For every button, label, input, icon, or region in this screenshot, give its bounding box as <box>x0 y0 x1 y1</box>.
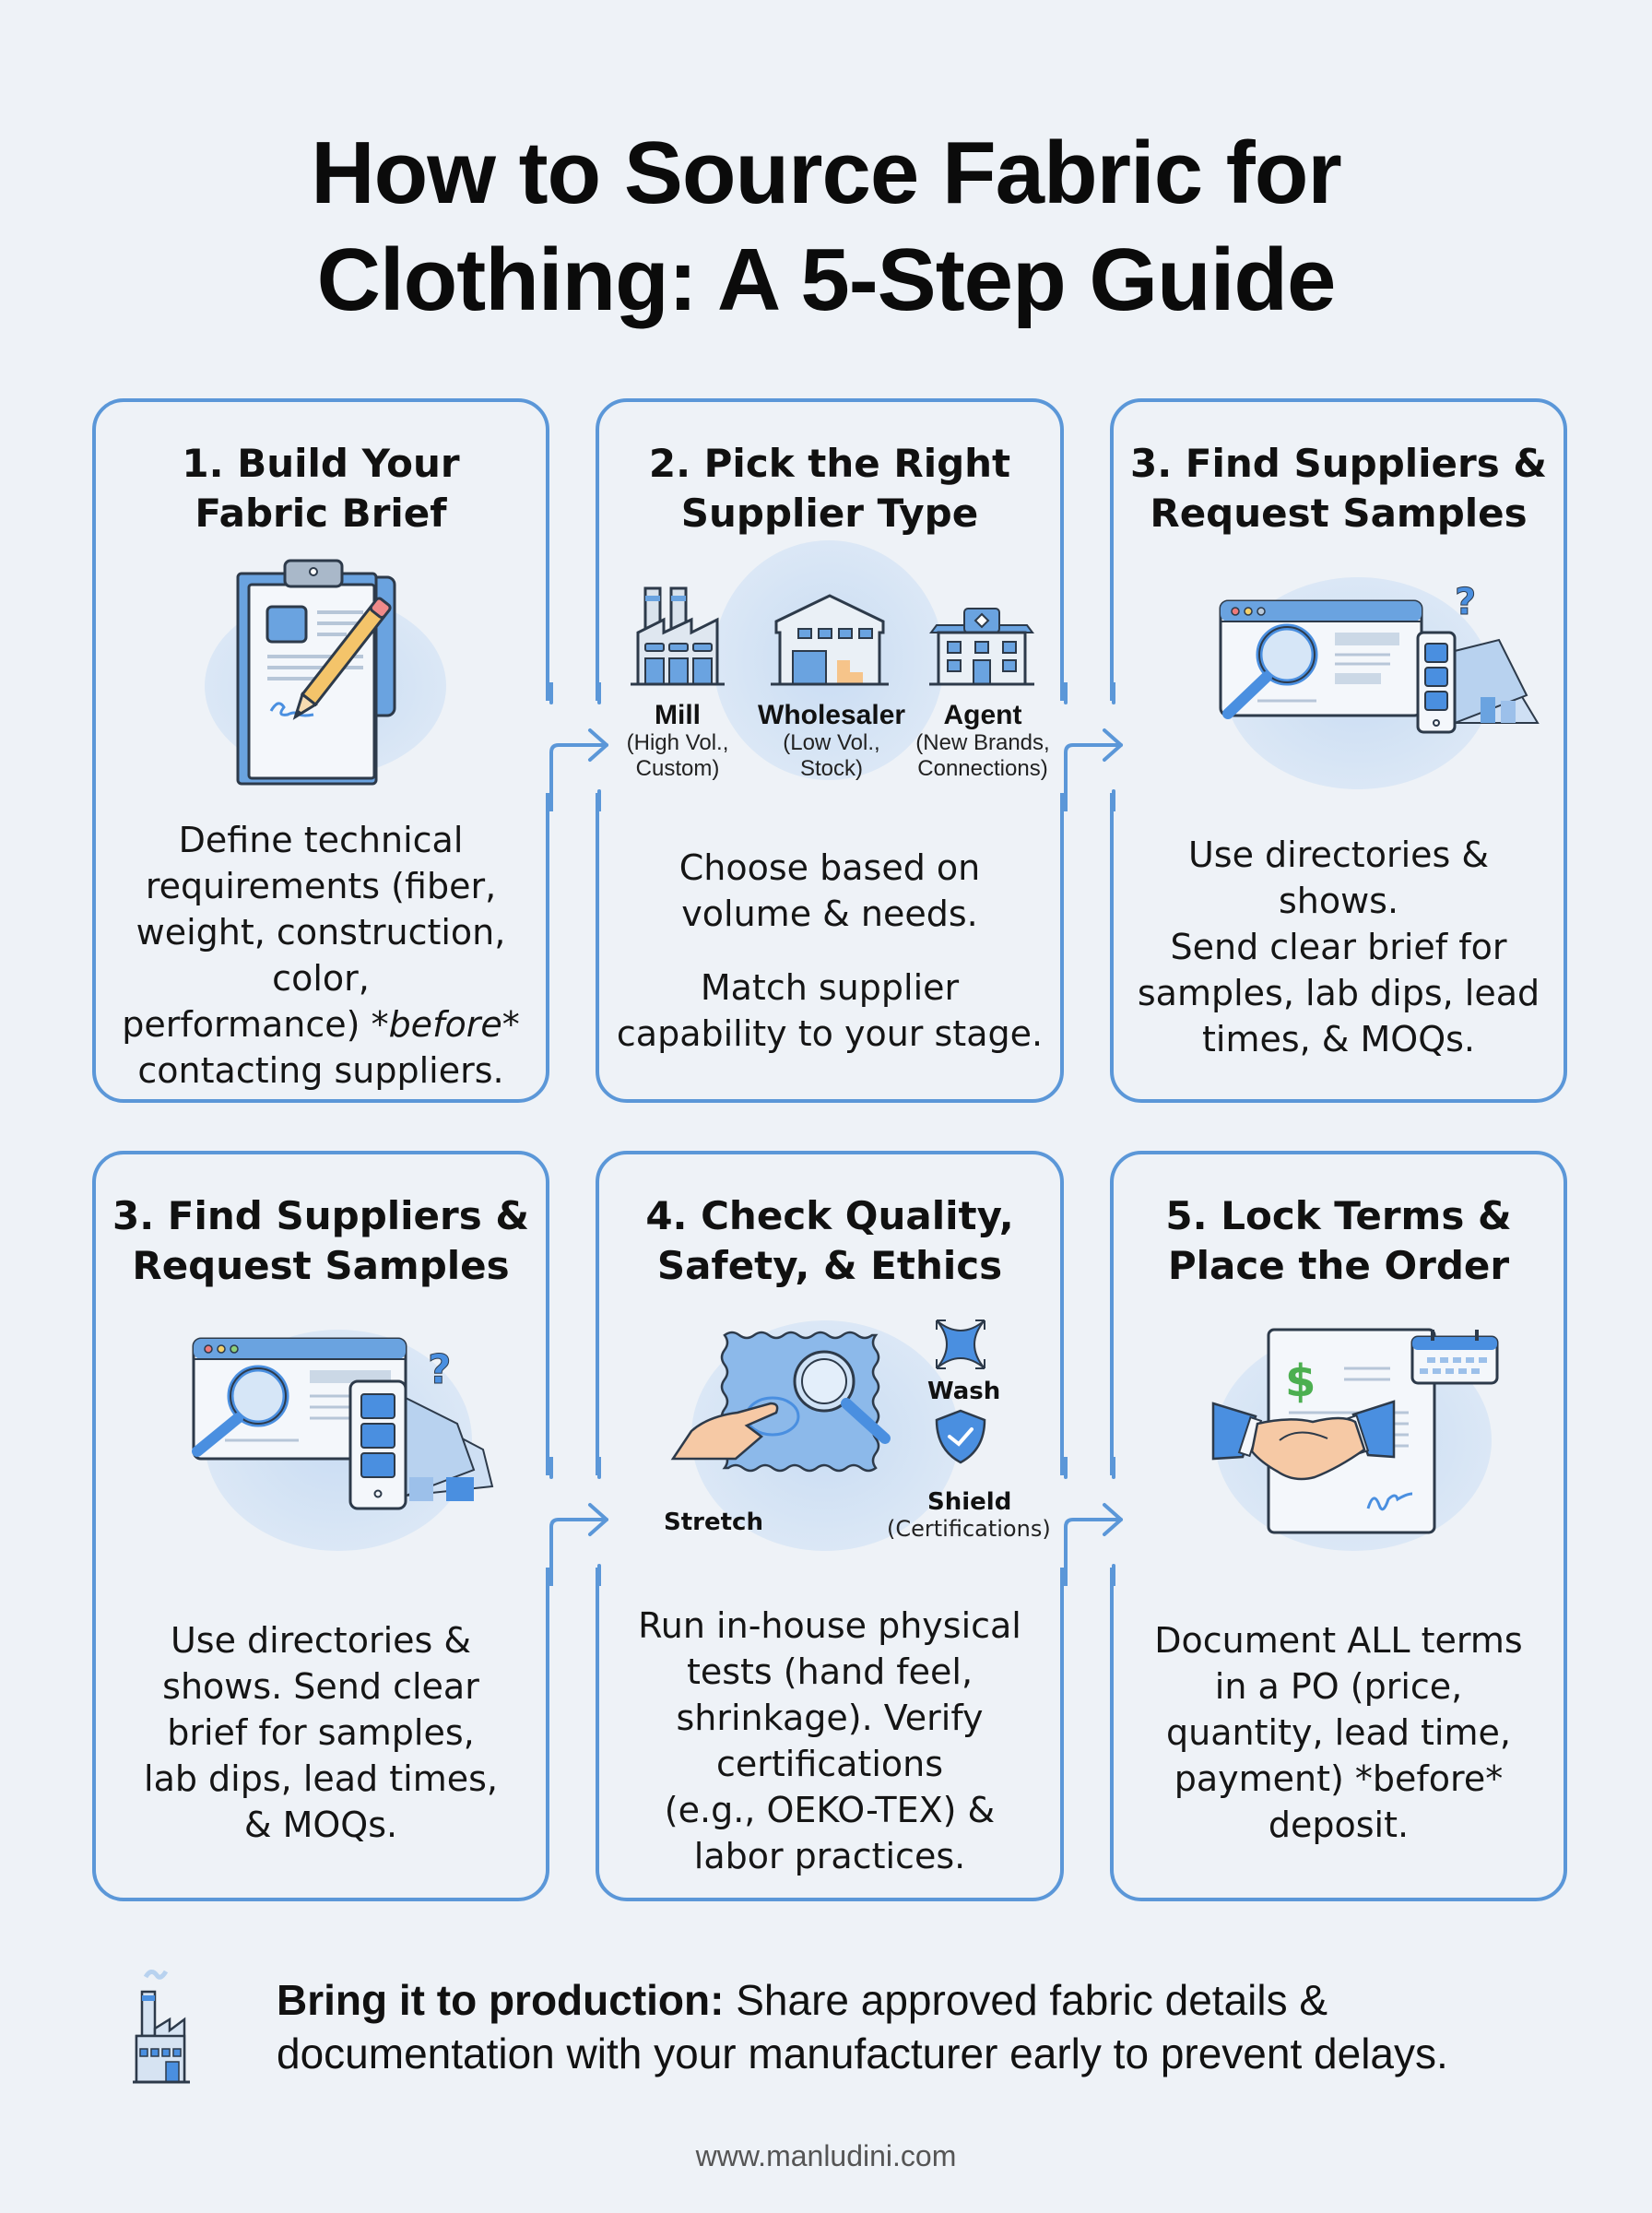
step-card-3: 3. Find Suppliers & Request Samples <box>1110 398 1567 1103</box>
step-description: Document ALL terms in a PO (price, quant… <box>1154 1620 1523 1845</box>
supplier-type-mill: Mill (High Vol., Custom) <box>626 700 729 782</box>
svg-text:$: $ <box>1285 1355 1316 1407</box>
title-line-1: How to Source Fabric for <box>311 124 1341 222</box>
wash-icon <box>936 1320 985 1369</box>
title-line-2: Clothing: A 5-Step Guide <box>316 231 1337 329</box>
factory-icon <box>133 1970 190 2084</box>
label-shield: Shield <box>927 1488 1012 1516</box>
supplier-types-illustration: Mill (High Vol., Custom) Wholesaler (Low… <box>599 540 1060 808</box>
note-lead: Bring it to production: <box>277 1976 725 2024</box>
step-card-4: 4. Check Quality, Safety, & Ethics Wash … <box>596 1151 1064 1901</box>
supplier-type-agent: Agent (New Brands, Connections) <box>915 700 1050 782</box>
arrow-right-icon <box>1064 1457 1123 1586</box>
step-description: Use directories & shows. Send clear brie… <box>144 1620 498 1845</box>
warehouse-icon <box>771 594 889 686</box>
website-link[interactable]: www.manludini.com <box>695 2139 957 2172</box>
step-card-2: 2. Pick the Right Supplier Type <box>596 398 1064 1103</box>
step-heading: 3. Find Suppliers & Request Samples <box>1130 441 1547 536</box>
svg-text:?: ? <box>1455 581 1476 623</box>
step-description: Define technical requirements (fiber, we… <box>122 820 520 1091</box>
fabric-inspection-icon: Wash Stretch Shield (Certifications) <box>599 1311 1060 1579</box>
svg-text:?: ? <box>428 1346 452 1393</box>
shield-icon <box>935 1409 986 1464</box>
step-card-3-repeat: 3. Find Suppliers & Request Samples <box>92 1151 549 1901</box>
page-title: How to Source Fabric for Clothing: A 5-S… <box>0 120 1652 334</box>
browser-search-swatches-icon: ? <box>96 1320 546 1560</box>
label-wash: Wash <box>927 1378 1001 1405</box>
step-heading: 3. Find Suppliers & Request Samples <box>112 1193 529 1288</box>
label-stretch: Stretch <box>664 1509 763 1536</box>
arrow-right-icon <box>1064 682 1123 811</box>
contract-handshake-icon: $ <box>1114 1311 1564 1579</box>
production-note: Bring it to production: Share approved f… <box>277 1976 1448 2077</box>
arrow-right-icon <box>549 1457 608 1586</box>
step-heading: 1. Build Your Fabric Brief <box>182 441 460 536</box>
calendar-icon <box>1410 1330 1499 1385</box>
step-heading: 2. Pick the Right Supplier Type <box>648 441 1011 536</box>
arrow-right-icon <box>549 682 608 811</box>
supplier-type-wholesaler: Wholesaler (Low Vol., Stock) <box>758 700 906 782</box>
browser-search-swatches-icon: ? <box>1114 559 1564 799</box>
step-description: Run in-house physical tests (hand feel, … <box>638 1605 1021 1876</box>
office-building-icon <box>929 608 1034 686</box>
handshake-icon <box>1211 1400 1396 1481</box>
emphasis-before: *before* <box>371 1004 520 1045</box>
step-description: Use directories & shows. Send clear brie… <box>1137 834 1540 1059</box>
step-card-5: 5. Lock Terms & Place the Order $ <box>1110 1151 1567 1901</box>
step-description: Choose based on volume & needs. Match su… <box>616 847 1044 1054</box>
step-heading: 4. Check Quality, Safety, & Ethics <box>645 1193 1014 1288</box>
label-certifications: (Certifications) <box>887 1516 1051 1542</box>
factory-icon <box>631 586 725 686</box>
clipboard-pencil-icon <box>96 559 546 786</box>
step-card-1: 1. Build Your Fabric Brief <box>92 398 549 1103</box>
step-heading: 5. Lock Terms & Place the Order <box>1165 1193 1512 1288</box>
